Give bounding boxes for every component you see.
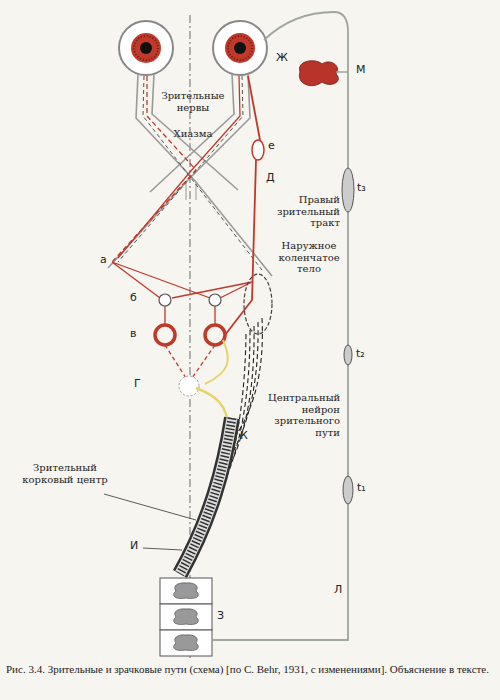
- callout-letter: Л: [334, 584, 342, 597]
- yellow-pathway: [196, 388, 228, 428]
- yellow-pathway: [205, 340, 228, 384]
- callout-letter: а: [100, 254, 107, 267]
- callout-letter: Ж: [276, 52, 288, 65]
- pretectal-nucleus: [159, 294, 171, 306]
- callout-letter: Г: [134, 378, 141, 391]
- sympathetic-pathway: [212, 12, 348, 640]
- leader-line: [104, 494, 196, 520]
- sympathetic-ganglion: [342, 168, 354, 212]
- ganglion-branch: [336, 71, 348, 73]
- structure-label: Зрительные нервы: [156, 90, 230, 113]
- structure-label: Правый зрительный тракт: [272, 194, 340, 229]
- callout-letter: е: [268, 140, 275, 153]
- callout-letter: в: [130, 328, 136, 341]
- visual-cortex: [180, 418, 232, 574]
- structure-label: Зрительный корковый центр: [22, 462, 108, 485]
- sympathetic-ganglion: [343, 476, 353, 504]
- pretectal-nucleus: [209, 294, 221, 306]
- ganglion-label: t₂: [356, 348, 365, 361]
- ganglion-label: t₃: [357, 182, 366, 195]
- ciliary-ganglion: [252, 140, 264, 160]
- cervical-ganglion: [299, 61, 338, 86]
- callout-letter: М: [356, 64, 366, 77]
- right-eye: [213, 21, 267, 75]
- leader-line: [143, 548, 182, 550]
- left-eye: [119, 21, 173, 75]
- optic-fibres: [108, 74, 272, 276]
- figure-caption: Рис. 3.4. Зрительные и зрачковые пути (с…: [6, 663, 494, 677]
- oculomotor-nucleus: [155, 325, 175, 345]
- callout-letter: З: [217, 610, 224, 623]
- structure-label: Наружное коленчатое тело: [276, 240, 342, 275]
- ganglion-label: t₁: [357, 482, 366, 495]
- commissure-node: [179, 376, 199, 396]
- optic-fibres-dashed: [118, 76, 262, 270]
- pupillary-fibres: [112, 76, 260, 378]
- structure-label: Центральный нейрон зрительного пути: [268, 392, 340, 438]
- sympathetic-ganglion: [344, 345, 352, 365]
- structure-label: Хиазма: [160, 128, 226, 140]
- callout-letter: К: [240, 430, 248, 443]
- callout-letter: б: [130, 292, 137, 305]
- callout-letter: Д: [266, 172, 275, 185]
- spinal-cord: [160, 578, 212, 656]
- callout-letter: И: [130, 540, 138, 553]
- oculomotor-nucleus: [205, 325, 225, 345]
